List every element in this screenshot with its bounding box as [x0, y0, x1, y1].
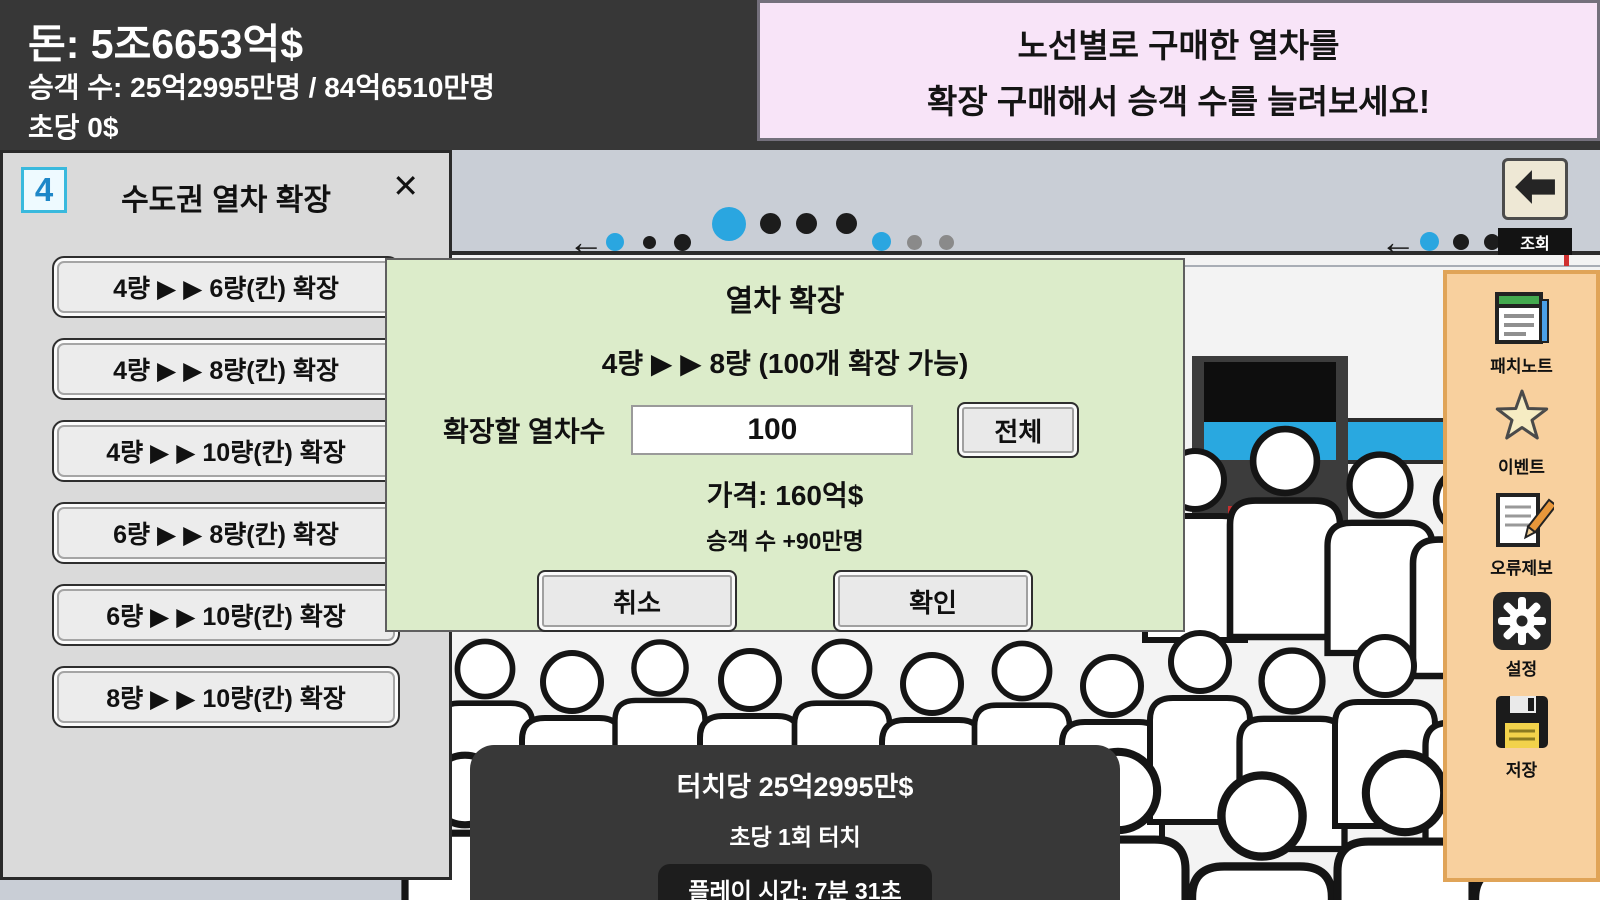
back-arrow-icon: [1512, 167, 1558, 212]
sidebar-item-bug-report[interactable]: 오류제보: [1490, 488, 1557, 579]
signal-mark: [1564, 248, 1569, 266]
confirm-button[interactable]: 확인: [833, 570, 1033, 632]
train-door-window: [1204, 362, 1336, 422]
station-dot-dark: [1453, 234, 1469, 250]
notice-line2: 확장 구매해서 승객 수를 늘려보세요!: [926, 82, 1431, 120]
station-dot-current: [712, 207, 746, 241]
station-dot-blue: [1420, 232, 1439, 251]
expand-4-to-6-button[interactable]: 4량 ▶ ▶ 6량(칸) 확장: [52, 256, 400, 318]
save-disk-icon: [1490, 690, 1554, 754]
line-number-badge: 4: [21, 167, 67, 213]
expansion-options-list: 4량 ▶ ▶ 6량(칸) 확장 4량 ▶ ▶ 8량(칸) 확장 4량 ▶ ▶ 1…: [3, 256, 449, 748]
train-expand-modal: 열차 확장 4량 ▶ ▶ 8량 (100개 확장 가능) 확장할 열차수 전체 …: [385, 258, 1185, 632]
station-dot-dark: [796, 213, 817, 234]
expand-count-input[interactable]: [631, 405, 914, 455]
sidebar-menu: 패치노트 이벤트: [1443, 270, 1600, 882]
event-star-icon: [1490, 387, 1554, 451]
modal-title: 열차 확장: [725, 285, 845, 318]
expand-6-to-10-button[interactable]: 6량 ▶ ▶ 10량(칸) 확장: [52, 584, 400, 646]
expand-8-to-10-button[interactable]: 8량 ▶ ▶ 10량(칸) 확장: [52, 666, 400, 728]
station-dot-gray: [939, 235, 954, 250]
expand-count-label: 확장할 열차수: [443, 416, 606, 447]
line-arrow-icon: ←: [568, 221, 604, 262]
modal-subtitle: 4량 ▶ ▶ 8량 (100개 확장 가능): [601, 348, 969, 379]
station-dot-blue: [606, 233, 624, 251]
sidebar-item-label: 저장: [1505, 761, 1538, 780]
station-dot-gray: [907, 235, 922, 250]
cancel-button[interactable]: 취소: [537, 570, 737, 632]
money-value: 돈: 5조6653억$: [28, 21, 304, 67]
expand-4-to-8-button[interactable]: 4량 ▶ ▶ 8량(칸) 확장: [52, 338, 400, 400]
play-time: 플레이 시간: 7분 31초: [658, 864, 932, 900]
sidebar-item-event[interactable]: 이벤트: [1490, 387, 1554, 478]
per-second-income: 초당 0$: [28, 112, 119, 143]
station-dot-blue: [872, 232, 891, 251]
sidebar-item-label: 오류제보: [1490, 559, 1553, 578]
station-dot-dark: [1484, 234, 1500, 250]
passenger-gain: 승객 수 +90만명: [706, 528, 864, 554]
train-door-light: [1228, 506, 1264, 532]
expansion-panel-title: 수도권 열차 확장: [121, 184, 331, 217]
passenger-count: 승객 수: 25억2995만명 / 84억6510만명: [28, 72, 495, 103]
touch-value: 터치당 25억2995만$: [676, 772, 914, 802]
notice-line1: 노선별로 구매한 열차를: [1017, 26, 1340, 64]
bug-report-icon: [1490, 488, 1557, 552]
settings-gear-icon: [1490, 589, 1554, 653]
sidebar-item-settings[interactable]: 설정: [1490, 589, 1554, 680]
close-icon[interactable]: ✕: [392, 168, 419, 204]
expand-4-to-10-button[interactable]: 4량 ▶ ▶ 10량(칸) 확장: [52, 420, 400, 482]
tutorial-notice: 노선별로 구매한 열차를 확장 구매해서 승객 수를 늘려보세요!: [757, 0, 1600, 141]
expand-6-to-8-button[interactable]: 6량 ▶ ▶ 8량(칸) 확장: [52, 502, 400, 564]
expand-count-row: 확장할 열차수 전체: [387, 402, 1183, 458]
modal-actions: 취소 확인: [387, 570, 1183, 632]
train-expansion-panel: 4 수도권 열차 확장 ✕ 4량 ▶ ▶ 6량(칸) 확장 4량 ▶ ▶ 8량(…: [0, 150, 452, 880]
patch-notes-icon: [1490, 286, 1554, 350]
expand-price: 가격: 160억$: [706, 480, 864, 511]
sidebar-item-label: 이벤트: [1498, 458, 1545, 477]
touch-stats-panel: 터치당 25억2995만$ 초당 1회 터치 플레이 시간: 7분 31초: [470, 745, 1120, 900]
train-door-stripe: [1204, 422, 1336, 460]
sidebar-item-label: 설정: [1505, 660, 1538, 679]
sidebar-item-save[interactable]: 저장: [1490, 690, 1554, 781]
line-arrow-icon: ←: [1380, 221, 1416, 262]
station-dot-dark: [674, 234, 691, 251]
select-all-button[interactable]: 전체: [957, 402, 1080, 458]
auto-touch-rate: 초당 1회 터치: [729, 824, 861, 850]
station-dot-dark: [836, 213, 857, 234]
sidebar-item-label: 패치노트: [1490, 357, 1553, 376]
back-button[interactable]: [1502, 158, 1568, 220]
station-dot-dark: [760, 213, 781, 234]
sidebar-item-patch-notes[interactable]: 패치노트: [1490, 286, 1554, 377]
view-mode-badge[interactable]: 조회: [1498, 228, 1572, 255]
station-dot-dark: [643, 236, 656, 249]
train-roof-line: [430, 251, 1600, 255]
